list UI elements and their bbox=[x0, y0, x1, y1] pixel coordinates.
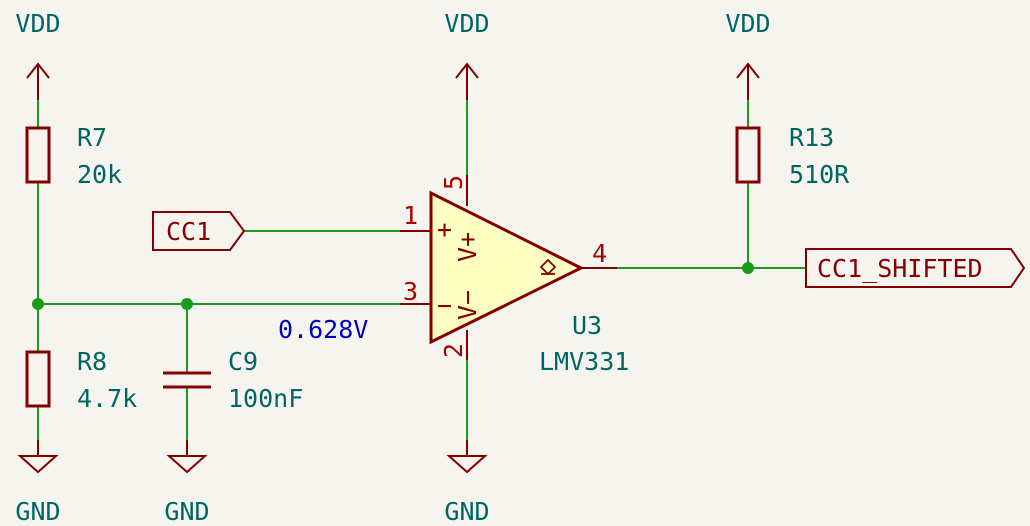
u3-pin-number-4: 4 bbox=[592, 239, 607, 268]
power-gnd-left[interactable]: GND bbox=[15, 440, 61, 526]
cc1-label-outline bbox=[152, 211, 246, 251]
u3-vminus-name: V− bbox=[453, 290, 482, 320]
gnd-label: GND bbox=[444, 497, 489, 526]
r7-ref: R7 bbox=[77, 123, 107, 152]
vdd-label: VDD bbox=[444, 9, 489, 38]
cc1-shifted-label-outline bbox=[805, 248, 1026, 288]
u3-value: LMV331 bbox=[539, 347, 629, 376]
u3-pin-number-5: 5 bbox=[439, 175, 468, 190]
r8-body bbox=[25, 350, 51, 408]
u3-vplus-name: V+ bbox=[453, 232, 482, 262]
resistor-r8[interactable]: R8 4.7k bbox=[25, 347, 137, 413]
voltage-annotation: 0.628V bbox=[278, 315, 368, 344]
junction-dot bbox=[181, 298, 193, 310]
r13-ref: R13 bbox=[789, 123, 834, 152]
power-vdd-mid[interactable]: VDD bbox=[444, 9, 490, 100]
gnd-label: GND bbox=[15, 497, 60, 526]
comparator-triangle bbox=[429, 190, 585, 345]
comparator-u3[interactable]: 1 3 4 5 2 + − V+ V− U3 LMV331 bbox=[400, 175, 629, 376]
open-drain-icon bbox=[539, 258, 557, 276]
gnd-label: GND bbox=[164, 497, 209, 526]
u3-pin-number-1: 1 bbox=[403, 201, 418, 230]
u3-pin-number-2: 2 bbox=[439, 343, 468, 358]
vdd-label: VDD bbox=[725, 9, 770, 38]
r7-body bbox=[25, 126, 51, 184]
cc1-shifted-label-text: CC1_SHIFTED bbox=[817, 254, 983, 283]
resistor-r13[interactable]: R13 510R bbox=[735, 123, 850, 189]
wires bbox=[37, 100, 806, 456]
net-label-cc1[interactable]: CC1 bbox=[152, 211, 246, 251]
u3-minus-sign: − bbox=[437, 291, 452, 320]
power-vdd-left[interactable]: VDD bbox=[15, 9, 61, 100]
c9-value: 100nF bbox=[228, 384, 303, 413]
resistor-r7[interactable]: R7 20k bbox=[25, 123, 122, 189]
junction-dot bbox=[32, 298, 44, 310]
power-gnd-mid[interactable]: GND bbox=[444, 440, 490, 526]
capacitor-c9[interactable]: C9 100nF bbox=[163, 347, 303, 413]
r13-body bbox=[735, 126, 761, 184]
r13-value: 510R bbox=[789, 160, 850, 189]
u3-pin-number-3: 3 bbox=[403, 277, 418, 306]
u3-plus-sign: + bbox=[437, 215, 452, 244]
power-gnd-c9[interactable]: GND bbox=[164, 440, 210, 526]
c9-ref: C9 bbox=[228, 347, 258, 376]
junction-dot bbox=[742, 262, 754, 274]
cc1-label-text: CC1 bbox=[166, 217, 211, 246]
r7-value: 20k bbox=[77, 160, 122, 189]
vdd-label: VDD bbox=[15, 9, 60, 38]
r8-ref: R8 bbox=[77, 347, 107, 376]
r8-value: 4.7k bbox=[77, 384, 137, 413]
power-vdd-right[interactable]: VDD bbox=[725, 9, 771, 100]
u3-ref: U3 bbox=[572, 311, 602, 340]
net-label-cc1-shifted[interactable]: CC1_SHIFTED bbox=[805, 248, 1026, 288]
